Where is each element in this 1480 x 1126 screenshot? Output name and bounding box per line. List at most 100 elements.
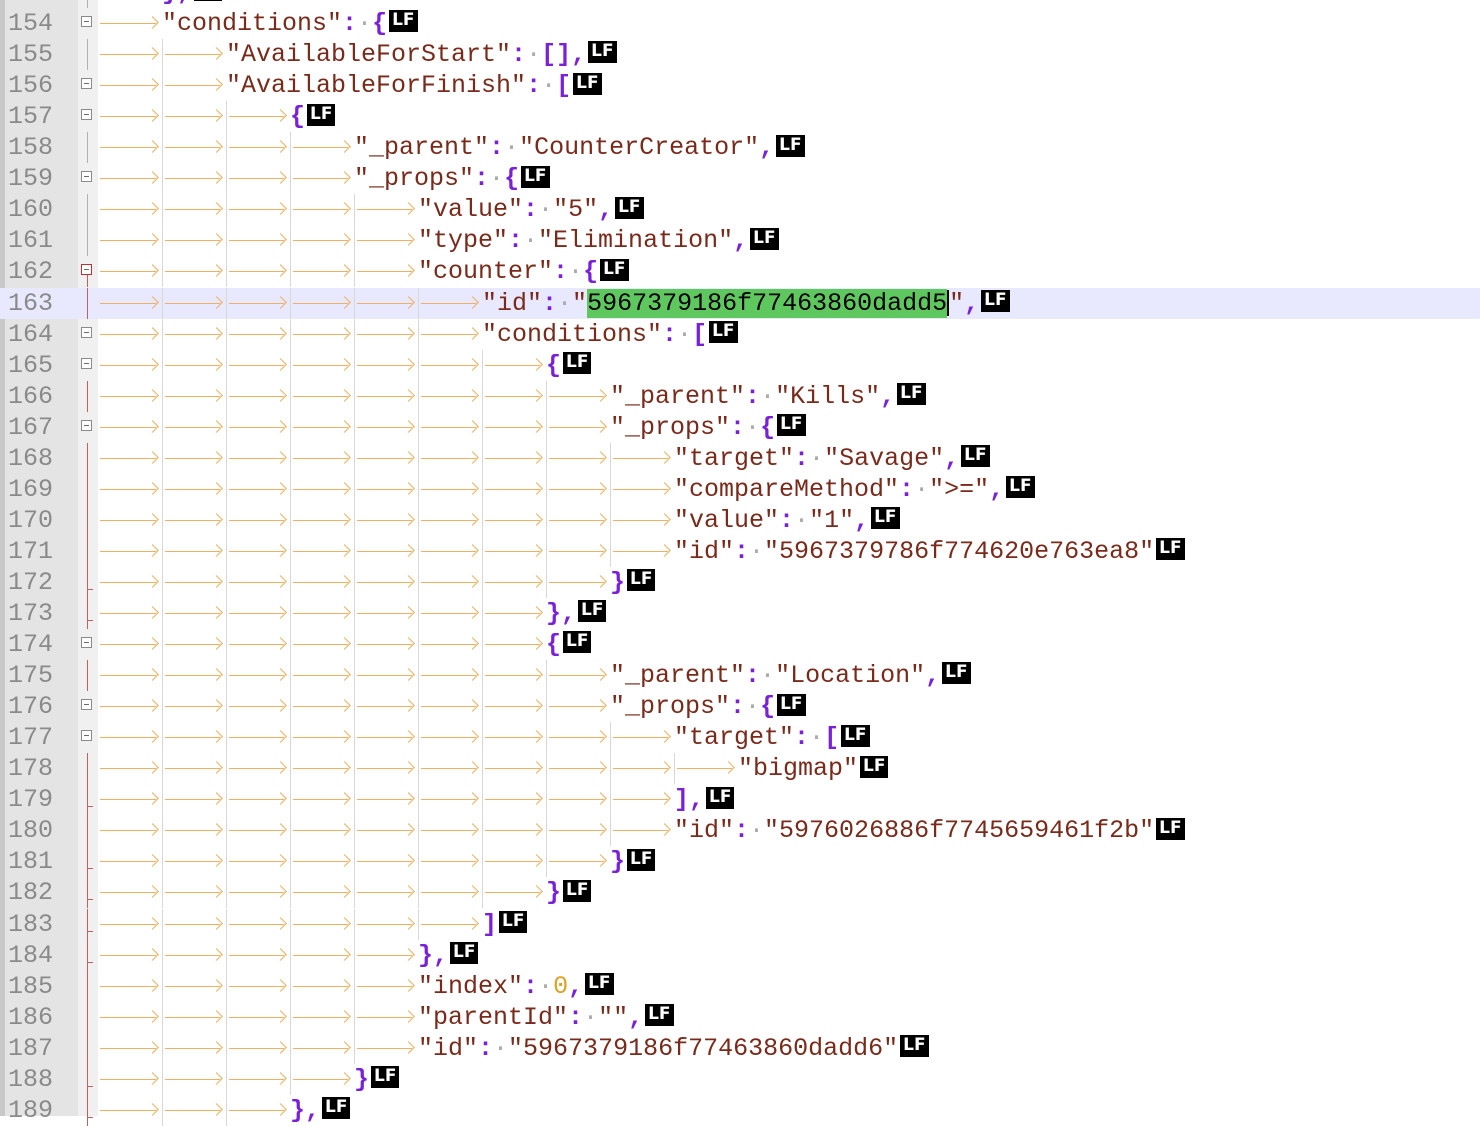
tab-arrow-icon	[482, 722, 546, 754]
code-line[interactable]: 155"AvailableForStart":·[],LF	[0, 39, 1480, 71]
code-line[interactable]: 181}LF	[0, 846, 1480, 878]
tab-arrow-icon	[98, 846, 162, 877]
code-text: },LF	[98, 939, 479, 971]
code-line[interactable]: 153},LF	[0, 0, 1480, 8]
code-text: },LF	[98, 598, 607, 629]
json-punctuation: :	[662, 319, 678, 349]
json-string: ">="	[929, 474, 990, 504]
tab-arrow-icon	[162, 753, 226, 785]
code-line[interactable]: 165{LF	[0, 349, 1480, 381]
fold-toggle-icon[interactable]	[81, 691, 95, 722]
fold-toggle-icon[interactable]	[81, 163, 95, 194]
code-line[interactable]: 164"conditions":·[LF	[0, 318, 1480, 350]
code-line[interactable]: 188}LF	[0, 1063, 1480, 1095]
tab-arrow-icon	[482, 349, 546, 381]
fold-toggle-icon[interactable]	[81, 629, 95, 660]
tab-arrow-icon	[418, 349, 482, 381]
fold-toggle-icon[interactable]	[81, 319, 95, 350]
code-line[interactable]: 160"value":·"5",LF	[0, 194, 1480, 226]
tab-arrow-icon	[162, 815, 226, 847]
code-line[interactable]: 180"id":·"5976026886f7745659461f2b"LF	[0, 815, 1480, 847]
json-key: "parentId"	[418, 1002, 569, 1032]
code-line[interactable]: 183]LF	[0, 908, 1480, 940]
json-punctuation: :	[730, 412, 746, 442]
code-line[interactable]: 175"_parent":·"Location",LF	[0, 660, 1480, 692]
fold-toggle-icon[interactable]	[81, 256, 95, 288]
code-line[interactable]: 179],LF	[0, 784, 1480, 816]
tab-arrow-icon	[226, 535, 290, 567]
line-number: 182	[8, 878, 54, 908]
tab-arrow-icon	[418, 877, 482, 909]
tab-arrow-icon	[482, 815, 546, 847]
code-line[interactable]: 186"parentId":·"",LF	[0, 1001, 1480, 1033]
code-line[interactable]: 154"conditions":·{LF	[0, 8, 1480, 39]
code-line[interactable]: 171"id":·"5967379786f774620e763ea8"LF	[0, 535, 1480, 567]
tab-arrow-icon	[290, 163, 354, 195]
json-punctuation: }	[610, 847, 626, 877]
code-line[interactable]: 169"compareMethod":·">=",LF	[0, 473, 1480, 505]
code-line[interactable]: 189},LF	[0, 1094, 1480, 1126]
code-line[interactable]: 176"_props":·{LF	[0, 691, 1480, 723]
tab-arrow-icon	[546, 380, 610, 412]
json-string: "1"	[809, 505, 855, 535]
code-line[interactable]: 162"counter":·{LF	[0, 256, 1480, 288]
fold-line-icon	[81, 1094, 95, 1126]
eol-lf-marker: LF	[841, 724, 870, 747]
code-line[interactable]: 159"_props":·{LF	[0, 163, 1480, 195]
code-line[interactable]: 184},LF	[0, 939, 1480, 971]
eol-lf-marker: LF	[871, 507, 900, 530]
code-line[interactable]: 163"id":·"5967379186f77463860dadd5",LF	[0, 287, 1480, 319]
tab-arrow-icon	[546, 815, 610, 847]
code-line[interactable]: 167"_props":·{LF	[0, 411, 1480, 443]
tab-arrow-icon	[418, 411, 482, 443]
tab-arrow-icon	[354, 194, 418, 226]
fold-toggle-icon[interactable]	[81, 722, 95, 753]
fold-toggle-icon[interactable]	[81, 350, 95, 381]
line-number: 178	[8, 754, 54, 784]
code-line[interactable]: 178 "bigmap"LF	[0, 753, 1480, 785]
json-punctuation: :	[794, 443, 810, 473]
fold-line-icon	[81, 442, 95, 474]
line-number: 185	[8, 971, 54, 1001]
tab-arrow-icon	[162, 349, 226, 381]
code-text: "parentId":·"",LF	[98, 1001, 674, 1033]
code-line[interactable]: 177"target":·[LF	[0, 722, 1480, 754]
tab-arrow-icon	[226, 163, 290, 195]
fold-line-icon	[81, 504, 95, 536]
eol-lf-marker: LF	[371, 1066, 400, 1089]
code-line[interactable]: 166"_parent":·"Kills",LF	[0, 380, 1480, 412]
code-line[interactable]: 170"value":·"1",LF	[0, 504, 1480, 536]
code-line[interactable]: 174{LF	[0, 629, 1480, 661]
fold-toggle-icon[interactable]	[81, 101, 95, 132]
json-key: "conditions"	[482, 319, 663, 349]
code-line[interactable]: 173},LF	[0, 598, 1480, 629]
line-number: 177	[8, 723, 54, 753]
code-line[interactable]: 185"index":·0,LF	[0, 970, 1480, 1002]
eol-lf-marker: LF	[777, 414, 806, 437]
code-line[interactable]: 168"target":·"Savage",LF	[0, 442, 1480, 474]
code-line[interactable]: 187"id":·"5967379186f77463860dadd6"LF	[0, 1032, 1480, 1064]
tab-arrow-icon	[162, 132, 226, 164]
eol-lf-marker: LF	[600, 258, 629, 281]
fold-toggle-icon[interactable]	[81, 70, 95, 101]
json-punctuation: ,	[854, 505, 870, 535]
code-line[interactable]: 158"_parent":·"CounterCreator",LF	[0, 132, 1480, 164]
fold-toggle-icon[interactable]	[81, 8, 95, 39]
code-text: "bigmap"LF	[98, 753, 889, 785]
code-line[interactable]: 156"AvailableForFinish":·[LF	[0, 70, 1480, 102]
tab-arrow-icon	[162, 970, 226, 1002]
code-line[interactable]: 161"type":·"Elimination",LF	[0, 225, 1480, 257]
tab-arrow-icon	[98, 940, 162, 971]
whitespace-dot: ·	[809, 443, 825, 473]
eol-lf-marker: LF	[499, 910, 528, 933]
tab-arrow-icon	[354, 660, 418, 692]
code-line[interactable]: 182}LF	[0, 877, 1480, 909]
tab-arrow-icon	[98, 629, 162, 660]
fold-toggle-icon[interactable]	[81, 412, 95, 443]
tab-arrow-icon	[290, 629, 354, 661]
tab-arrow-icon	[226, 380, 290, 412]
tab-arrow-icon	[354, 784, 418, 816]
code-line[interactable]: 157{LF	[0, 101, 1480, 133]
code-line[interactable]: 172}LF	[0, 566, 1480, 598]
tab-arrow-icon	[482, 877, 546, 909]
